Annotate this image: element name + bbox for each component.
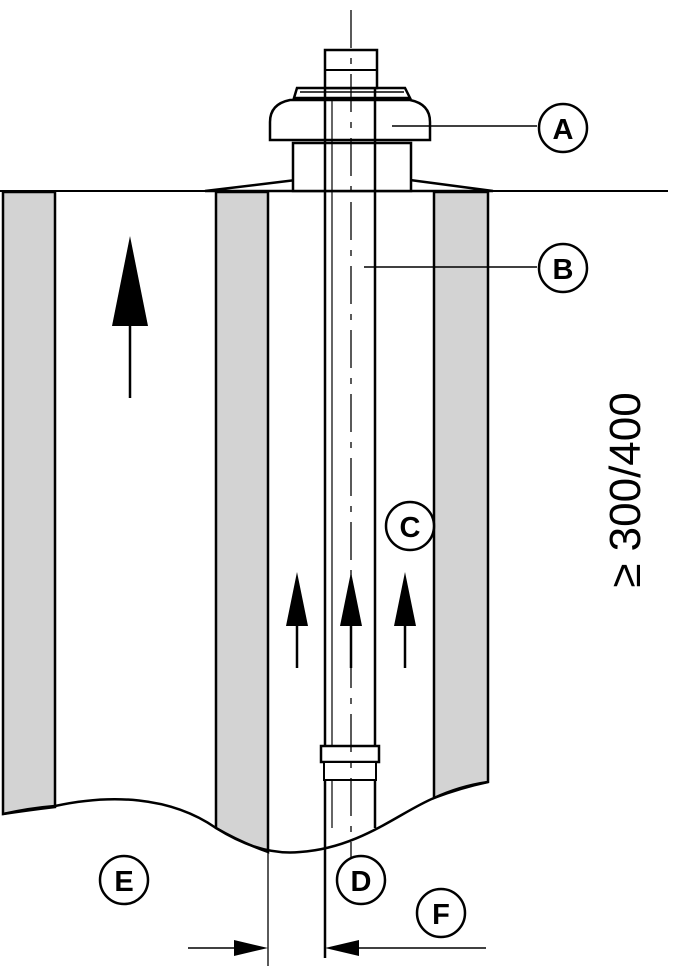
terminal-cap [268, 48, 432, 193]
left-inner-wall [214, 190, 270, 854]
dimension-arrowhead-right [234, 940, 268, 956]
left-outer-wall [1, 190, 57, 816]
right-inner-wall [432, 190, 490, 800]
pipe-socket-band [323, 761, 377, 781]
arrow-up-icon [394, 572, 416, 668]
clearance-dimension [188, 852, 486, 966]
flue-pipe [319, 88, 381, 958]
pipe-socket [319, 744, 381, 764]
arrow-up-icon [340, 572, 362, 668]
callout-c: C [384, 500, 436, 552]
svg-text:A: A [553, 114, 574, 146]
arrow-up-icon [112, 236, 148, 398]
break-line [2, 780, 489, 854]
flow-arrows [112, 236, 416, 668]
cap-hood [268, 98, 432, 142]
callout-b: B [537, 242, 589, 294]
callout-f: F [415, 887, 467, 939]
callout-a: A [537, 102, 589, 154]
callout-d: D [335, 854, 387, 906]
dimension-text: ≥ 300/400 [601, 392, 650, 587]
cap-rim [292, 86, 413, 100]
dimension-arrowhead-left [325, 940, 359, 956]
arrow-up-icon [286, 572, 308, 668]
svg-text:C: C [400, 512, 421, 544]
svg-text:F: F [432, 899, 450, 931]
svg-text:E: E [114, 866, 133, 898]
svg-text:D: D [351, 866, 372, 898]
callout-e: E [98, 854, 150, 906]
cap-neck [291, 141, 413, 193]
svg-text:B: B [553, 254, 574, 286]
